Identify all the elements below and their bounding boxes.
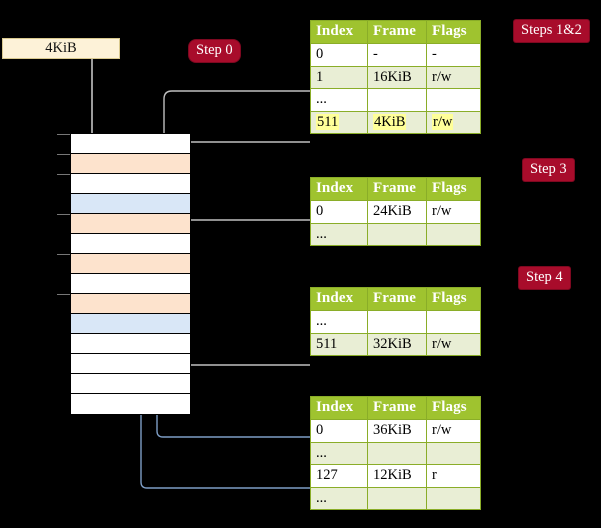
memory-frame-row — [71, 234, 190, 254]
cell-frm — [367, 486, 427, 510]
table-row: 0-- — [310, 43, 481, 67]
cell-idx: ... — [310, 486, 368, 510]
cell-idx: 511 — [310, 332, 368, 356]
cell-frm: 12KiB — [367, 464, 427, 488]
table-row: ... — [310, 310, 481, 334]
cell-frm: 36KiB — [367, 419, 427, 443]
cell-frm — [367, 310, 427, 334]
memory-tick — [57, 214, 71, 215]
memory-frame-row — [71, 174, 190, 194]
cell-idx: ... — [310, 441, 368, 465]
cell-flg — [426, 486, 481, 510]
highlighted-value: 511 — [316, 113, 340, 130]
cell-frm: - — [367, 43, 427, 67]
memory-frame-row — [71, 134, 190, 154]
column-header-flags: Flags — [426, 20, 481, 44]
column-header-frame: Frame — [367, 396, 427, 420]
column-header-frame: Frame — [367, 287, 427, 311]
cell-frm — [367, 222, 427, 246]
column-header-frame: Frame — [367, 20, 427, 44]
table-row: ... — [310, 222, 481, 246]
cell-idx: ... — [310, 88, 368, 112]
cell-flg — [426, 222, 481, 246]
table-row: ... — [310, 88, 481, 112]
cell-flg — [426, 310, 481, 334]
cell-flg: r/w — [426, 200, 481, 224]
memory-frame-row — [71, 254, 190, 274]
cell-frm: 24KiB — [367, 200, 427, 224]
column-header-flags: Flags — [426, 287, 481, 311]
memory-frame-row — [71, 334, 190, 354]
cell-frm: 4KiB — [367, 110, 427, 134]
table-row: ... — [310, 441, 481, 465]
column-header-index: Index — [310, 287, 368, 311]
column-header-index: Index — [310, 396, 368, 420]
virtual-page-label: 4KiB — [45, 40, 77, 56]
table-row: ... — [310, 486, 481, 510]
cell-frm — [367, 441, 427, 465]
highlighted-value: 4KiB — [373, 113, 407, 130]
memory-tick — [57, 134, 71, 135]
memory-frame-row — [71, 394, 190, 414]
memory-frame-row — [71, 374, 190, 394]
cell-flg — [426, 441, 481, 465]
cell-idx: 1 — [310, 65, 368, 89]
cell-idx: ... — [310, 222, 368, 246]
cell-frm: 32KiB — [367, 332, 427, 356]
badge-step-0: Step 0 — [189, 40, 240, 62]
physical-memory-column — [70, 133, 191, 415]
memory-frame-row — [71, 314, 190, 334]
cell-frm: 16KiB — [367, 65, 427, 89]
column-header-frame: Frame — [367, 177, 427, 201]
column-header-index: Index — [310, 20, 368, 44]
cell-idx: 0 — [310, 419, 368, 443]
cell-flg: - — [426, 43, 481, 67]
memory-frame-row — [71, 214, 190, 234]
cell-flg: r — [426, 464, 481, 488]
cell-flg: r/w — [426, 419, 481, 443]
column-header-flags: Flags — [426, 396, 481, 420]
column-header-index: Index — [310, 177, 368, 201]
virtual-page-block: 4KiB — [2, 38, 120, 59]
cell-flg — [426, 88, 481, 112]
cell-frm — [367, 88, 427, 112]
badge-step-4: Step 4 — [519, 267, 570, 289]
cell-idx: 127 — [310, 464, 368, 488]
cell-idx: ... — [310, 310, 368, 334]
memory-frame-row — [71, 274, 190, 294]
cell-flg: r/w — [426, 110, 481, 134]
table-row: 511 4KiB r/w — [310, 110, 481, 134]
badge-steps-1-2: Steps 1&2 — [514, 20, 589, 42]
memory-frame-row — [71, 294, 190, 314]
memory-tick — [57, 254, 71, 255]
column-header-flags: Flags — [426, 177, 481, 201]
cell-flg: r/w — [426, 65, 481, 89]
memory-tick — [57, 154, 71, 155]
cell-idx: 511 — [310, 110, 368, 134]
cell-idx: 0 — [310, 43, 368, 67]
cell-flg: r/w — [426, 332, 481, 356]
memory-tick — [57, 174, 71, 175]
memory-frame-row — [71, 194, 190, 214]
badge-step-3: Step 3 — [523, 159, 574, 181]
memory-frame-row — [71, 354, 190, 374]
cell-idx: 0 — [310, 200, 368, 224]
memory-frame-row — [71, 154, 190, 174]
highlighted-value: r/w — [432, 113, 454, 130]
memory-tick — [57, 294, 71, 295]
